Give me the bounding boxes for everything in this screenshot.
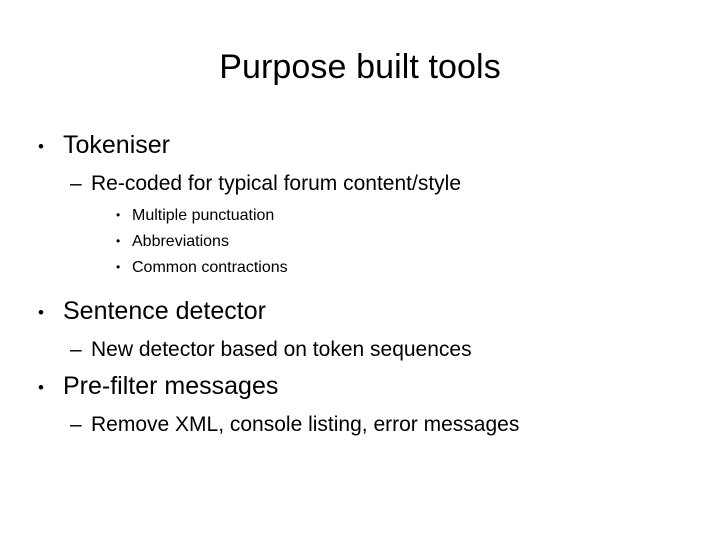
outline-item-level1: • Sentence detector [0,294,720,331]
outline-item-level2: – Re-coded for typical forum content/sty… [0,169,720,199]
outline-text: Re-coded for typical forum content/style [91,172,462,195]
outline-item-level3: • Abbreviations [0,229,720,255]
outline-text: Remove XML, console listing, error messa… [91,413,520,436]
outline-text: Tokeniser [63,131,170,159]
outline-text: Common contractions [132,259,288,276]
bullet-dot-icon: • [38,378,44,397]
slide-body-outline: • Tokeniser – Re-coded for typical forum… [0,128,720,440]
outline-item-level2: – Remove XML, console listing, error mes… [0,410,720,440]
outline-item-level1: • Pre-filter messages [0,369,720,406]
bullet-dash-icon: – [70,413,82,436]
outline-item-level1: • Tokeniser [0,128,720,165]
outline-text: Abbreviations [132,233,229,250]
bullet-dot-icon: • [38,137,44,156]
outline-text: Sentence detector [63,297,266,325]
bullet-dot-small-icon: • [116,260,121,274]
bullet-dot-small-icon: • [116,234,121,248]
outline-item-level3: • Common contractions [0,255,720,281]
outline-text: Pre-filter messages [63,372,279,400]
bullet-dot-small-icon: • [116,208,121,222]
page-title: Purpose built tools [219,48,501,86]
bullet-dot-icon: • [38,303,44,322]
outline-text: Multiple punctuation [132,207,275,224]
outline-item-level2: – New detector based on token sequences [0,335,720,365]
bullet-dash-icon: – [70,338,82,361]
outline-item-level3: • Multiple punctuation [0,203,720,229]
outline-text: New detector based on token sequences [91,338,472,361]
bullet-dash-icon: – [70,172,82,195]
